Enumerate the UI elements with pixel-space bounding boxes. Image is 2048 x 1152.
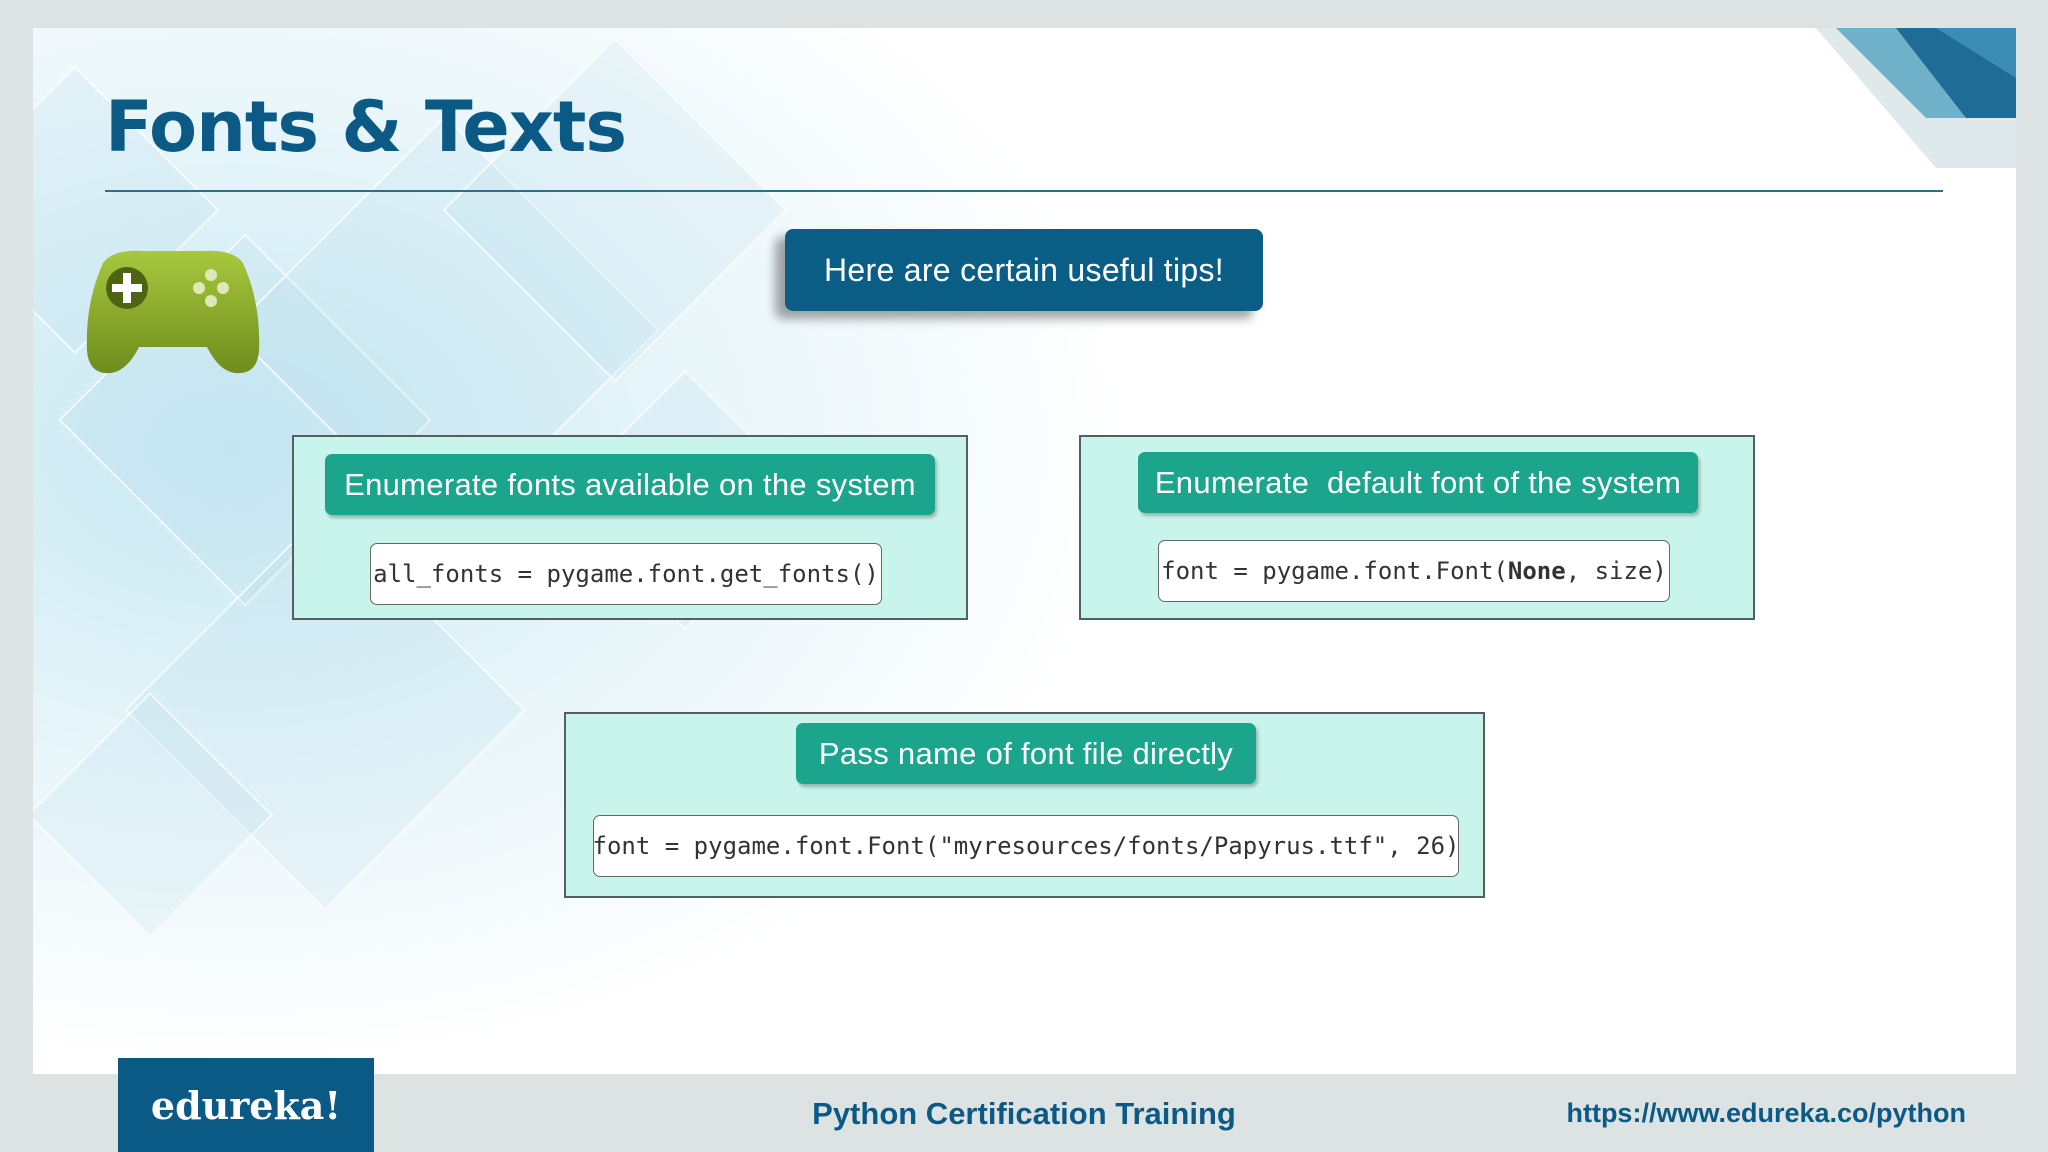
tips-banner: Here are certain useful tips! <box>785 229 1263 311</box>
slide-canvas: Fonts & Texts Here are certain useful ti… <box>33 28 2016 1074</box>
gamepad-icon <box>86 250 260 374</box>
edureka-logo: edureka! <box>118 1058 374 1152</box>
code-snippet: font = pygame.font.Font("myresources/fon… <box>593 815 1459 877</box>
tip-card-enumerate-fonts: Enumerate fonts available on the system … <box>292 435 968 620</box>
code-prefix: font = pygame.font.Font( <box>1161 557 1508 585</box>
title-divider <box>105 190 1943 192</box>
code-snippet: all_fonts = pygame.font.get_fonts() <box>370 543 882 605</box>
tip-card-default-font: Enumerate default font of the system fon… <box>1079 435 1755 620</box>
code-suffix: , size) <box>1565 557 1667 585</box>
footer-url-link[interactable]: https://www.edureka.co/python <box>1566 1098 1966 1128</box>
code-keyword: None <box>1507 557 1566 585</box>
card-heading: Enumerate default font of the system <box>1138 452 1698 513</box>
footer-course-title: Python Certification Training <box>812 1096 1236 1131</box>
page-title: Fonts & Texts <box>105 86 627 168</box>
tip-card-font-file: Pass name of font file directly font = p… <box>564 712 1485 898</box>
card-heading: Enumerate fonts available on the system <box>325 454 935 515</box>
code-snippet: font = pygame.font.Font(None, size) <box>1158 540 1670 602</box>
corner-decoration <box>1816 28 2016 168</box>
card-heading: Pass name of font file directly <box>796 723 1256 784</box>
